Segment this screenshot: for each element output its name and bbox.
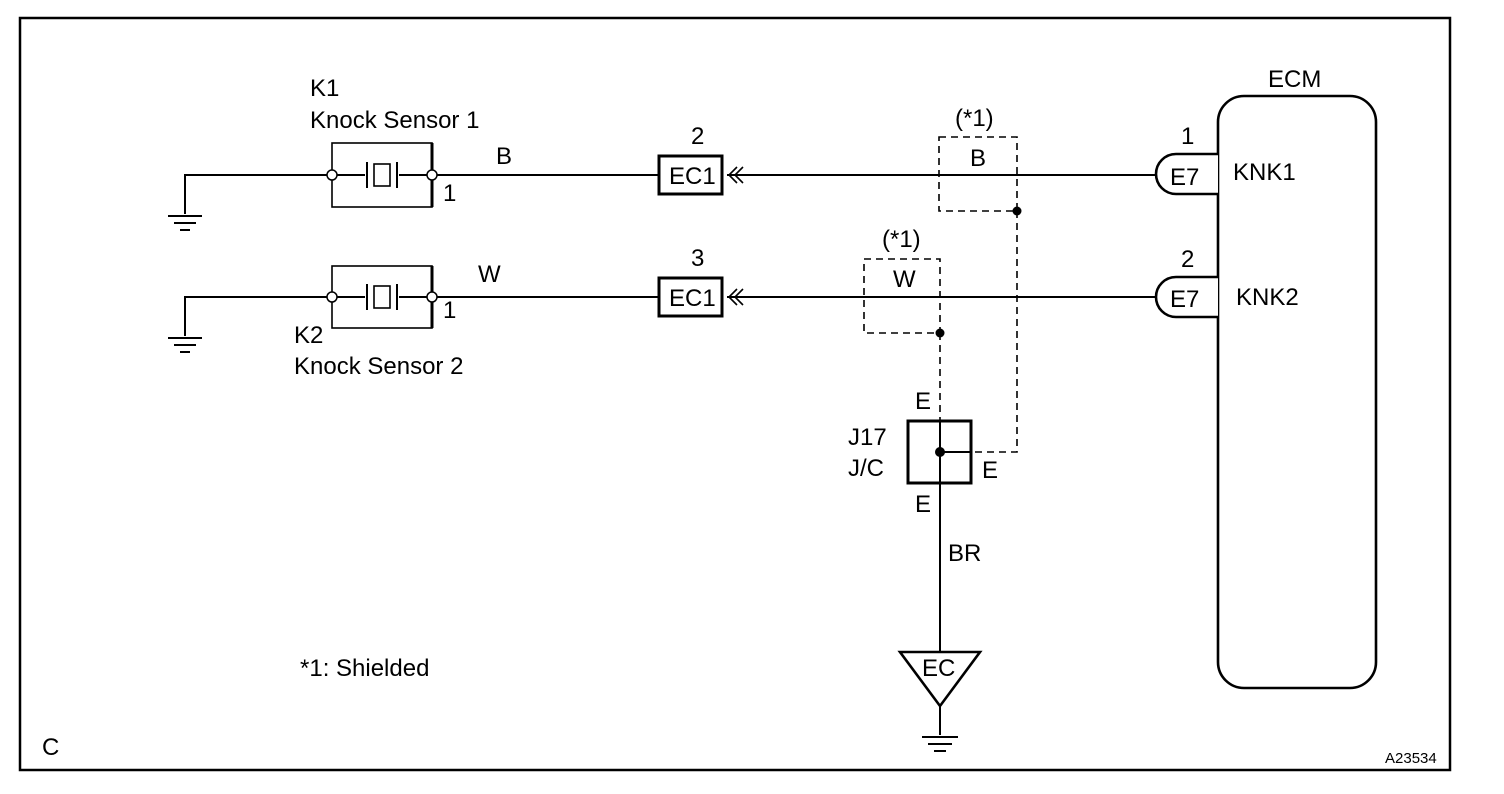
ecm-pin1-connector-label: E7 <box>1170 164 1199 191</box>
connector1-pin: 2 <box>691 123 704 150</box>
knock-sensor-2-symbol <box>326 265 438 329</box>
sensor1-ground <box>168 174 332 231</box>
shield2-note: (*1) <box>882 226 921 253</box>
shield2-box <box>863 258 941 334</box>
ecm-pin1-signal: KNK1 <box>1233 159 1296 186</box>
ecm-pin1-connector: E7 <box>1154 152 1218 196</box>
shield1-drain-line <box>944 211 1018 453</box>
diagram-frame <box>18 16 1452 772</box>
corner-label: C <box>42 734 59 761</box>
connector2-label: EC1 <box>669 285 716 312</box>
shield1-wire-color: B <box>970 145 986 172</box>
junction-name: J/C <box>848 455 884 482</box>
figure-id: A23534 <box>1385 750 1437 767</box>
sensor1-pin: 1 <box>443 180 456 207</box>
ecm-title: ECM <box>1268 66 1321 93</box>
junction-terminal-right: E <box>982 457 998 484</box>
connector-ec1-top: EC1 <box>657 154 744 196</box>
connector-ec1-bottom: EC1 <box>657 276 744 318</box>
ecm-pin2-connector-label: E7 <box>1170 286 1199 313</box>
knock-sensor-1-symbol <box>326 142 438 208</box>
ground-point-ec <box>897 650 983 752</box>
sensor2-code: K2 <box>294 322 323 349</box>
junction-terminal-bottom: E <box>915 491 931 518</box>
sensor2-name: Knock Sensor 2 <box>294 353 463 380</box>
junction-j17 <box>906 419 973 485</box>
sensor1-wire-color: B <box>496 143 512 170</box>
junction-terminal-top: E <box>915 388 931 415</box>
sensor1-code: K1 <box>310 75 339 102</box>
ecm-box <box>1216 94 1378 690</box>
sensor2-ground <box>168 296 332 353</box>
shield2-wire-color: W <box>893 266 916 293</box>
sensor2-wire-color: W <box>478 261 501 288</box>
ecm-pin2-connector: E7 <box>1154 275 1218 319</box>
ground-point-label: EC <box>922 655 955 682</box>
sensor2-pin: 1 <box>443 297 456 324</box>
ecm-pin2-signal: KNK2 <box>1236 284 1299 311</box>
connector2-pin: 3 <box>691 245 704 272</box>
sensor1-name: Knock Sensor 1 <box>310 107 479 134</box>
ecm-pin1-number: 1 <box>1181 123 1194 150</box>
legend-text: *1: Shielded <box>300 655 429 682</box>
shield1-note: (*1) <box>955 105 994 132</box>
shield1-box <box>938 136 1018 212</box>
junction-code: J17 <box>848 424 887 451</box>
ecm-pin2-number: 2 <box>1181 246 1194 273</box>
ground-wire-color: BR <box>948 540 981 567</box>
connector1-label: EC1 <box>669 163 716 190</box>
